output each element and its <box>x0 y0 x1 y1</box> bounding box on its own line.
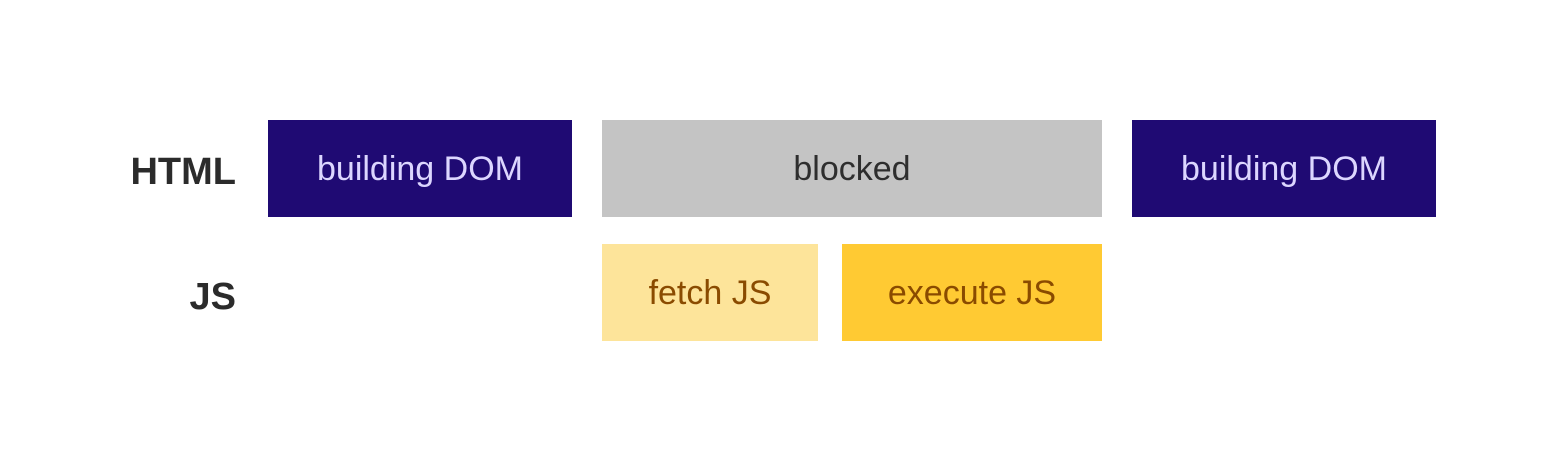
building-dom-label-1: building DOM <box>317 149 523 188</box>
building-dom-block-1: building DOM <box>268 120 572 217</box>
blocked-block: blocked <box>602 120 1102 217</box>
html-row-label: HTML <box>130 151 236 193</box>
execute-js-label: execute JS <box>887 273 1057 312</box>
fetch-js-label: fetch JS <box>648 273 772 312</box>
building-dom-label-2: building DOM <box>1181 149 1387 188</box>
execute-js-block: execute JS <box>842 244 1102 341</box>
building-dom-block-2: building DOM <box>1132 120 1436 217</box>
fetch-js-block: fetch JS <box>602 244 818 341</box>
js-row-label: JS <box>189 276 236 318</box>
blocked-label: blocked <box>793 149 911 188</box>
